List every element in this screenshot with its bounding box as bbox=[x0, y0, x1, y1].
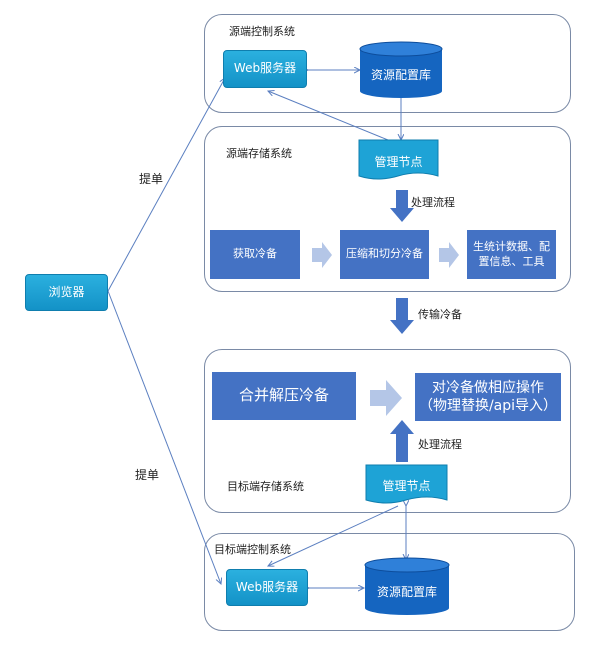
browser-node: 浏览器 bbox=[25, 274, 108, 311]
ops-line-2: （物理替换/api导入） bbox=[418, 398, 558, 414]
process-src-label: 处理流程 bbox=[411, 196, 455, 209]
merge-decompress-node: 合并解压冷备 bbox=[212, 372, 356, 420]
src-mgmt-label: 管理节点 bbox=[374, 155, 423, 169]
browser-to-src-web-line bbox=[107, 78, 225, 292]
process-src-arrow bbox=[390, 190, 414, 222]
process-tgt-arrow bbox=[390, 420, 414, 462]
chevron-1 bbox=[312, 242, 332, 268]
tgt-db-label: 资源配置库 bbox=[376, 585, 437, 599]
src-mgmt-to-web-line bbox=[268, 91, 389, 141]
tgt-db-cylinder bbox=[364, 557, 450, 615]
process-tgt-label: 处理流程 bbox=[418, 438, 462, 451]
get-cold-backup-node: 获取冷备 bbox=[210, 230, 300, 279]
ops-line-1: 对冷备做相应操作 bbox=[432, 379, 544, 396]
chevron-2 bbox=[439, 242, 459, 268]
tgt-mgmt-shape bbox=[365, 464, 448, 504]
submit-bottom-label: 提单 bbox=[135, 468, 160, 482]
transfer-arrow bbox=[390, 298, 414, 334]
tgt-mgmt-to-web-line bbox=[268, 505, 399, 566]
compress-split-node: 压缩和切分冷备 bbox=[340, 230, 429, 279]
src-web-server-node: Web服务器 bbox=[223, 50, 307, 88]
operate-cold-backup-node: 对冷备做相应操作 （物理替换/api导入） bbox=[415, 373, 561, 421]
tgt-web-server-node: Web服务器 bbox=[226, 569, 308, 606]
src-db-cylinder bbox=[359, 41, 443, 98]
chevron-3 bbox=[370, 380, 402, 416]
src-control-label: 源端控制系统 bbox=[229, 25, 295, 38]
src-db-label: 资源配置库 bbox=[370, 68, 431, 82]
tgt-storage-label: 目标端存储系统 bbox=[227, 480, 304, 493]
src-mgmt-shape bbox=[358, 139, 439, 180]
generate-stats-node: 生统计数据、配置信息、工具 bbox=[467, 230, 556, 279]
transfer-label: 传输冷备 bbox=[418, 308, 462, 321]
tgt-control-label: 目标端控制系统 bbox=[214, 543, 291, 556]
submit-top-label: 提单 bbox=[139, 172, 164, 186]
tgt-mgmt-label: 管理节点 bbox=[382, 479, 431, 493]
browser-to-tgt-web-line bbox=[107, 290, 221, 584]
src-storage-label: 源端存储系统 bbox=[226, 147, 292, 160]
